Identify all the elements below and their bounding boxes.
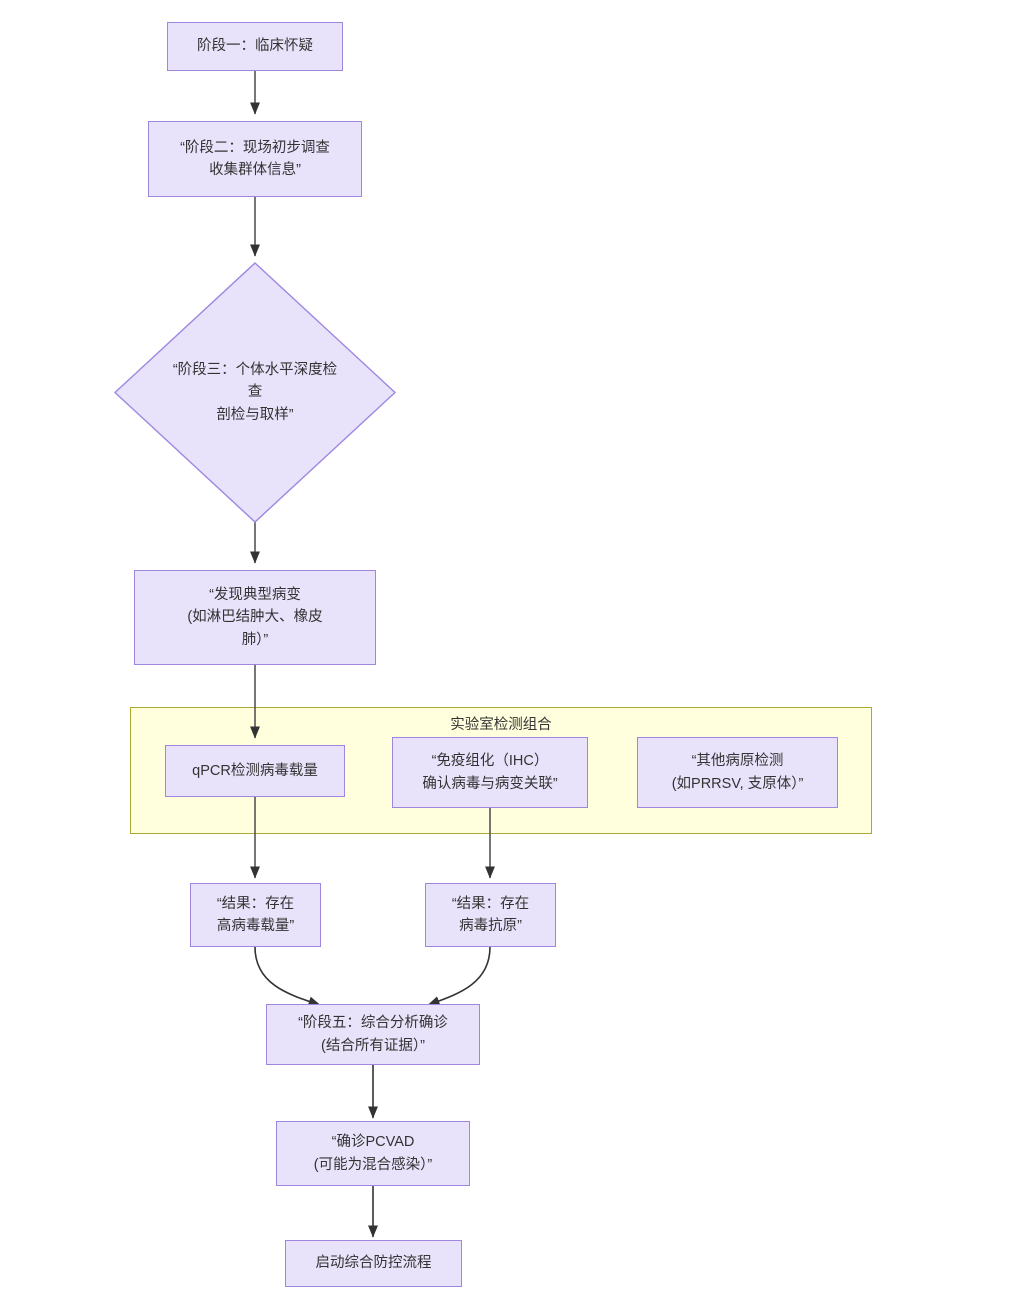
node-result-viral-load[interactable]: “结果：存在 高病毒载量” [190, 883, 321, 947]
node-stage3[interactable]: “阶段三：个体水平深度检 查 剖检与取样” [113, 262, 397, 523]
node-qpcr[interactable]: qPCR检测病毒载量 [165, 745, 345, 797]
node-diagnosis[interactable]: “确诊PCVAD (可能为混合感染）” [276, 1121, 470, 1186]
node-stage5[interactable]: “阶段五：综合分析确诊 (结合所有证据）” [266, 1004, 480, 1065]
node-diagnosis-label: “确诊PCVAD (可能为混合感染）” [313, 1134, 433, 1173]
node-other-pathogens-label: “其他病原检测 (如PRRSV, 支原体）” [671, 753, 804, 792]
node-ihc[interactable]: “免疫组化（IHC） 确认病毒与病变关联” [392, 737, 588, 808]
node-stage5-label: “阶段五：综合分析确诊 (结合所有证据）” [298, 1015, 448, 1054]
edge-result-antigen-stage5 [427, 946, 491, 1006]
node-lesions[interactable]: “发现典型病变 (如淋巴结肿大、橡皮 肺）” [134, 570, 376, 665]
node-stage1[interactable]: 阶段一：临床怀疑 [167, 22, 343, 71]
node-qpcr-label: qPCR检测病毒载量 [192, 762, 318, 779]
node-other-pathogens[interactable]: “其他病原检测 (如PRRSV, 支原体）” [637, 737, 838, 808]
node-stage1-label: 阶段一：临床怀疑 [197, 38, 313, 55]
subgraph-lab-panel-title: 实验室检测组合 [450, 717, 552, 733]
node-control[interactable]: 启动综合防控流程 [285, 1240, 462, 1287]
node-stage3-label: “阶段三：个体水平深度检 查 剖检与取样” [172, 361, 338, 423]
node-lesions-label: “发现典型病变 (如淋巴结肿大、橡皮 肺）” [187, 586, 323, 648]
node-control-label: 启动综合防控流程 [315, 1255, 432, 1272]
node-ihc-label: “免疫组化（IHC） 确认病毒与病变关联” [422, 753, 558, 792]
node-stage2-label: “阶段二：现场初步调查 收集群体信息” [180, 139, 330, 178]
edge-result-viral-load-stage5 [254, 946, 321, 1007]
node-result-antigen-label: “结果：存在 病毒抗原” [451, 895, 530, 934]
node-result-viral-load-label: “结果：存在 高病毒载量” [216, 895, 295, 934]
node-stage2[interactable]: “阶段二：现场初步调查 收集群体信息” [148, 121, 362, 197]
node-result-antigen[interactable]: “结果：存在 病毒抗原” [425, 883, 556, 947]
